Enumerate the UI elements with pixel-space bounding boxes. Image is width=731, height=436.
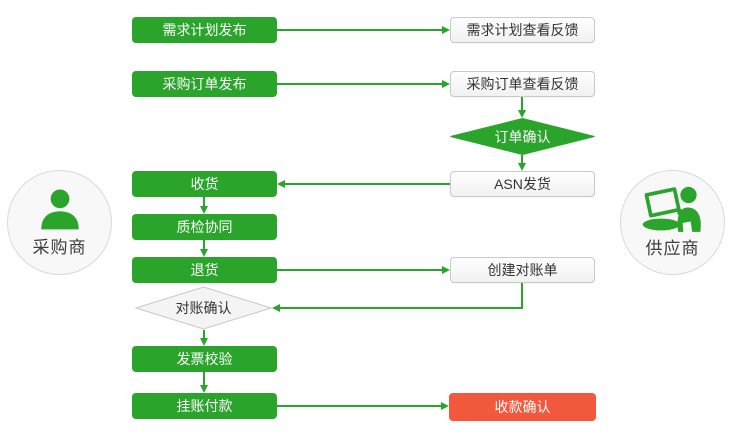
node-label: 需求计划查看反馈 — [466, 22, 579, 38]
node-invoice-check: 发票校验 — [132, 346, 277, 372]
node-create-statement: 创建对账单 — [450, 257, 595, 283]
node-order-confirm: 订单确认 — [450, 118, 595, 155]
edge-return-to-statement-arrowhead — [442, 265, 450, 274]
edge-statement-elbow-horizontal — [280, 307, 523, 309]
node-label: 质检协同 — [176, 219, 233, 235]
edge-receive-to-quality-arrowhead — [199, 206, 208, 214]
edge-invoice-to-payment-arrowhead — [199, 385, 208, 393]
node-return-goods: 退货 — [132, 257, 277, 283]
node-label: 采购订单发布 — [162, 76, 247, 92]
edge-po-feedback-to-confirm-line — [521, 97, 523, 111]
buyer-actor: 采购商 — [7, 170, 112, 275]
edge-statement-elbow-arrowhead — [272, 303, 280, 312]
edge-payment-to-receipt-arrowhead — [441, 401, 449, 410]
node-label: ASN发货 — [494, 176, 551, 192]
node-label: 挂账付款 — [176, 398, 233, 414]
edge-statement-to-invoice-arrowhead — [199, 338, 208, 346]
node-receive: 收货 — [132, 171, 277, 197]
node-payment: 挂账付款 — [132, 393, 277, 419]
node-label: 发票校验 — [176, 351, 233, 367]
node-po-feedback: 采购订单查看反馈 — [450, 71, 595, 97]
edge-statement-to-invoice-line — [203, 330, 205, 339]
edge-demand-plan-arrowhead — [442, 25, 450, 34]
edge-confirm-to-asn-arrowhead — [517, 163, 526, 171]
node-asn-ship: ASN发货 — [450, 171, 595, 197]
edge-payment-to-receipt-line — [277, 405, 442, 407]
edge-receive-to-quality-line — [203, 197, 205, 207]
supplier-label: 供应商 — [645, 239, 700, 258]
edge-quality-to-return-arrowhead — [199, 249, 208, 257]
node-label: 收款确认 — [494, 399, 551, 415]
edge-statement-elbow-vertical — [521, 283, 523, 309]
edge-confirm-to-asn-line — [521, 155, 523, 164]
node-label: 订单确认 — [494, 128, 551, 145]
edge-demand-plan-line — [277, 29, 443, 31]
person-icon — [40, 189, 79, 230]
node-label: 采购订单查看反馈 — [466, 76, 579, 92]
edge-return-to-statement-line — [277, 269, 443, 271]
node-label: 退货 — [190, 262, 219, 278]
node-label: 创建对账单 — [487, 262, 558, 278]
person-laptop-icon — [642, 186, 701, 232]
node-label: 收货 — [190, 176, 219, 192]
edge-po-line — [277, 83, 443, 85]
node-label: 对账确认 — [175, 300, 232, 316]
edge-po-feedback-to-confirm-arrowhead — [517, 110, 526, 118]
node-receipt-confirm: 收款确认 — [449, 393, 596, 421]
node-quality-collab: 质检协同 — [132, 214, 277, 240]
node-statement-confirm: 对账确认 — [135, 286, 272, 330]
diamond-shape — [135, 286, 272, 330]
edge-invoice-to-payment-line — [203, 372, 205, 386]
buyer-label: 采购商 — [32, 238, 87, 257]
node-po-publish: 采购订单发布 — [132, 71, 277, 97]
node-demand-plan-feedback: 需求计划查看反馈 — [450, 17, 595, 43]
node-label: 需求计划发布 — [162, 22, 247, 38]
edge-po-arrowhead — [442, 79, 450, 88]
edge-asn-to-receive-line — [285, 183, 450, 185]
edge-asn-to-receive-arrowhead — [277, 179, 285, 188]
diamond-shape — [450, 118, 595, 155]
supplier-actor: 供应商 — [620, 170, 725, 275]
edge-quality-to-return-line — [203, 240, 205, 250]
node-demand-plan-publish: 需求计划发布 — [132, 17, 277, 43]
